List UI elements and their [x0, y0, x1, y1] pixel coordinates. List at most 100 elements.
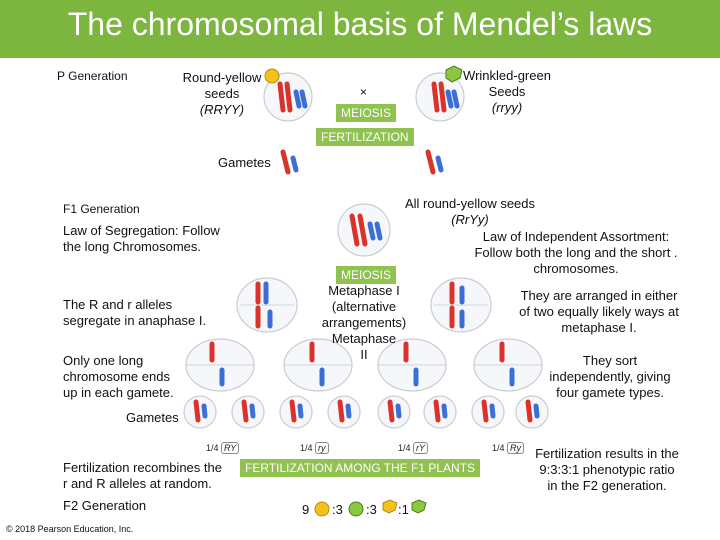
ratio-value: :3 — [332, 502, 343, 517]
label-line: of two equally likely ways at — [519, 304, 679, 319]
gamete-chromosome — [425, 149, 436, 175]
chromosome-long — [525, 399, 533, 423]
label-line: Wrinkled-green — [463, 68, 551, 83]
law-of-independent-assortment: Law of Independent Assortment: Follow bo… — [456, 229, 696, 277]
ratio-value: :1 — [398, 502, 409, 517]
genotype-box: rY — [413, 442, 429, 454]
chromosome-long — [241, 399, 249, 423]
fraction-value: 1/4 — [206, 443, 219, 453]
gamete-cell — [515, 395, 549, 429]
gamete-cell — [327, 395, 361, 429]
alleles-segregate-note: The R and r alleles segregate in anaphas… — [63, 297, 206, 329]
f1-result-label: All round-yellow seeds (RrYy) — [380, 196, 560, 228]
chromosome-short — [299, 89, 308, 109]
label-line: arrangements) — [321, 315, 407, 330]
chromosome-short — [451, 89, 460, 109]
label-line: Metaphase — [331, 331, 397, 346]
fertilization-banner-top: FERTILIZATION — [316, 128, 414, 146]
label-line: r and R alleles at random. — [63, 476, 212, 491]
chromosome-short — [374, 221, 383, 241]
genotype-box: RY — [221, 442, 240, 454]
gamete-chromosome — [290, 155, 299, 173]
chromosome-short — [293, 89, 302, 109]
label-line: independently, giving — [549, 369, 671, 384]
fertilization-results-note: Fertilization results in the 9:3:3:1 phe… — [522, 446, 692, 494]
fraction-value: 1/4 — [492, 443, 505, 453]
gamete-cell — [279, 395, 313, 429]
label-line: Round-yellow — [182, 70, 262, 85]
label-line: four gamete types. — [556, 385, 664, 400]
one-long-chromosome-note: Only one long chromosome ends up in each… — [63, 353, 174, 401]
label-line: 9:3:3:1 phenotypic ratio — [539, 462, 675, 477]
chromosome-long — [433, 399, 441, 423]
chromosome-long — [387, 399, 395, 423]
f2-generation-label: F2 Generation — [63, 498, 147, 513]
chromosome-long — [193, 399, 201, 423]
chromosome-long — [337, 399, 345, 423]
genotype-box: Ry — [507, 442, 525, 454]
label-line: metaphase I. — [561, 320, 637, 335]
label-line: (alternative — [331, 299, 397, 314]
chromosome-long — [289, 399, 297, 423]
round-yellow-seed-icon — [264, 68, 280, 84]
label-line: Law of Segregation: Follow — [63, 223, 220, 238]
wrinkled-green-seed-icon — [411, 499, 427, 514]
chromosome-long — [277, 81, 286, 113]
fraction-value: 1/4 — [398, 443, 411, 453]
ratio-value: 9 — [302, 502, 310, 517]
arrangement-note: They are arranged in either of two equal… — [494, 288, 704, 336]
chromosome-short — [489, 403, 496, 419]
fertilization-banner-bottom: FERTILIZATION AMONG THE F1 PLANTS — [240, 459, 481, 477]
label-line: segregate in anaphase I. — [63, 313, 207, 328]
gamete-cell — [231, 395, 265, 429]
meiosis-banner-top: MEIOSIS — [336, 104, 397, 122]
chromosome-short — [445, 89, 454, 109]
cross-symbol: × — [360, 85, 368, 99]
label-line: (RrYy) — [451, 212, 489, 227]
chromosome-long — [349, 213, 360, 247]
chromosome-long — [357, 213, 368, 247]
chromosome-long — [481, 399, 489, 423]
f1-generation-label: F1 Generation — [63, 202, 140, 216]
label-line: II — [360, 347, 368, 362]
gamete-cell — [423, 395, 457, 429]
label-line: seeds — [204, 86, 240, 101]
chromosome-short — [441, 403, 448, 419]
meiosis-banner-mid: MEIOSIS — [336, 266, 397, 284]
chromosome-short — [395, 403, 402, 419]
label-line: The R and r alleles — [63, 297, 173, 312]
p-generation-label: P Generation — [57, 69, 128, 83]
label-line: the long Chromosomes. — [63, 239, 202, 254]
wrinkled-yellow-seed-icon — [382, 499, 398, 514]
chromosome-short — [201, 403, 208, 419]
chromosome-short — [249, 403, 256, 419]
parent-left-label: Round-yellow seeds (RRYY) — [172, 70, 272, 118]
ratio-value: :3 — [366, 502, 377, 517]
label-line: Follow both the long and the short . — [474, 245, 678, 260]
law-of-segregation: Law of Segregation: Follow the long Chro… — [63, 223, 220, 255]
gametes-label: Gametes — [218, 155, 271, 170]
wrinkled-green-seed-icon — [445, 65, 463, 83]
label-line: Only one long — [63, 353, 144, 368]
title-bar: The chromosomal basis of Mendel’s laws — [0, 0, 720, 58]
copyright: © 2018 Pearson Education, Inc. — [6, 524, 134, 534]
gamete-fraction: 1/4 ry — [300, 442, 329, 454]
label-line: Metaphase I — [328, 283, 400, 298]
chromosome-short — [297, 403, 304, 419]
label-line: All round-yellow seeds — [404, 196, 536, 211]
label-line: They sort — [582, 353, 638, 368]
label-line: Seeds — [488, 84, 526, 99]
label-line: Law of Independent Assortment: — [482, 229, 670, 244]
gamete-fraction: 1/4 RY — [206, 442, 240, 454]
gamete-cell — [183, 395, 217, 429]
gamete-fraction: 1/4 Ry — [492, 442, 525, 454]
label-line: chromosome ends — [63, 369, 170, 384]
chromosome-long — [431, 81, 440, 113]
metaphase-label: Metaphase I (alternative arrangements) M… — [314, 283, 414, 363]
gamete-cell — [377, 395, 411, 429]
label-line: chromosomes. — [533, 261, 619, 276]
genotype-box: ry — [315, 442, 329, 454]
chromosome-short — [345, 403, 352, 419]
yellow-seed-icon — [314, 501, 330, 517]
